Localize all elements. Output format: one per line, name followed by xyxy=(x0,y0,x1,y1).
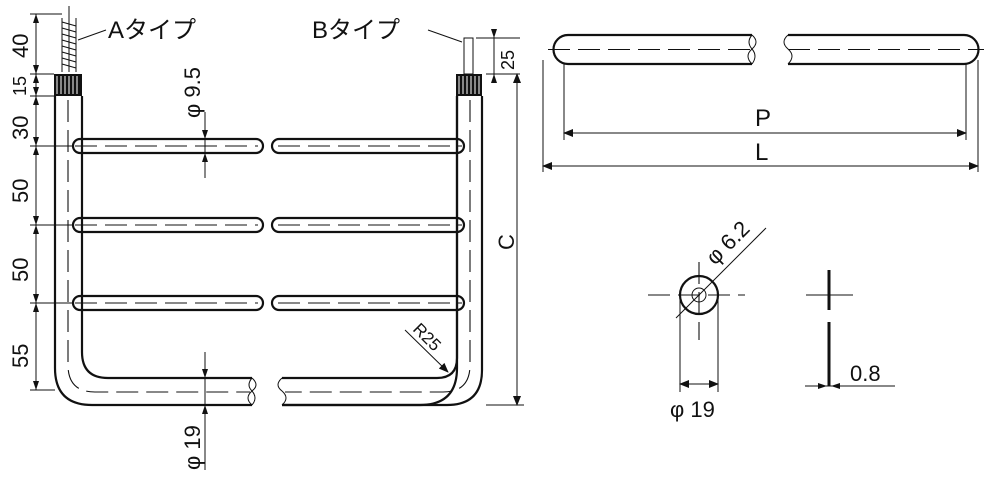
dim-pin-length: 25 xyxy=(498,50,518,70)
rung-2 xyxy=(71,216,466,234)
dim-rung-gap-1: 50 xyxy=(8,179,33,203)
dim-pipe-diameter-section: φ 19 xyxy=(670,397,715,422)
u-pipe-frame xyxy=(53,96,484,407)
dim-first-rung: 30 xyxy=(8,116,33,140)
dim-rung-gap-2: 50 xyxy=(8,258,33,282)
screw-a-type xyxy=(54,6,82,96)
rung-3 xyxy=(71,294,466,312)
dim-height-c: C xyxy=(494,234,519,250)
dim-hole-diameter: φ 6.2 xyxy=(701,216,755,270)
right-dimensions: 25 C xyxy=(476,29,524,406)
type-labels: Aタイプ Bタイプ xyxy=(77,17,463,44)
top-view: P L xyxy=(542,33,984,172)
dim-thickness: 0.8 xyxy=(850,361,881,386)
pin-b-type xyxy=(456,37,482,96)
dim-pitch-p: P xyxy=(755,105,771,132)
dim-screw-length: 40 xyxy=(8,34,33,58)
rung-1 xyxy=(71,137,466,155)
thickness-view: 0.8 xyxy=(805,270,895,389)
dim-nut-length: 15 xyxy=(10,76,30,96)
rung-diameter-dim: φ 9.5 xyxy=(180,67,208,178)
label-type-b: Bタイプ xyxy=(312,17,400,44)
dim-pipe-diameter-front: φ 19 xyxy=(180,425,205,470)
dim-bend-radius: R25 xyxy=(409,319,444,354)
dim-bottom-gap: 55 xyxy=(8,344,33,368)
dim-length-l: L xyxy=(755,139,768,166)
bend-radius-dim: R25 xyxy=(404,319,449,373)
dim-rung-diameter: φ 9.5 xyxy=(180,67,205,118)
section-view: φ 19 φ 6.2 xyxy=(648,216,767,422)
front-view: 40 15 30 50 50 55 φ 9.5 φ 19 Aタイプ Bタイプ xyxy=(8,6,524,470)
label-type-a: Aタイプ xyxy=(108,17,196,44)
pipe-diameter-dim-front: φ 19 xyxy=(180,352,208,470)
left-dimension-chain: 40 15 30 50 50 55 xyxy=(8,13,73,391)
